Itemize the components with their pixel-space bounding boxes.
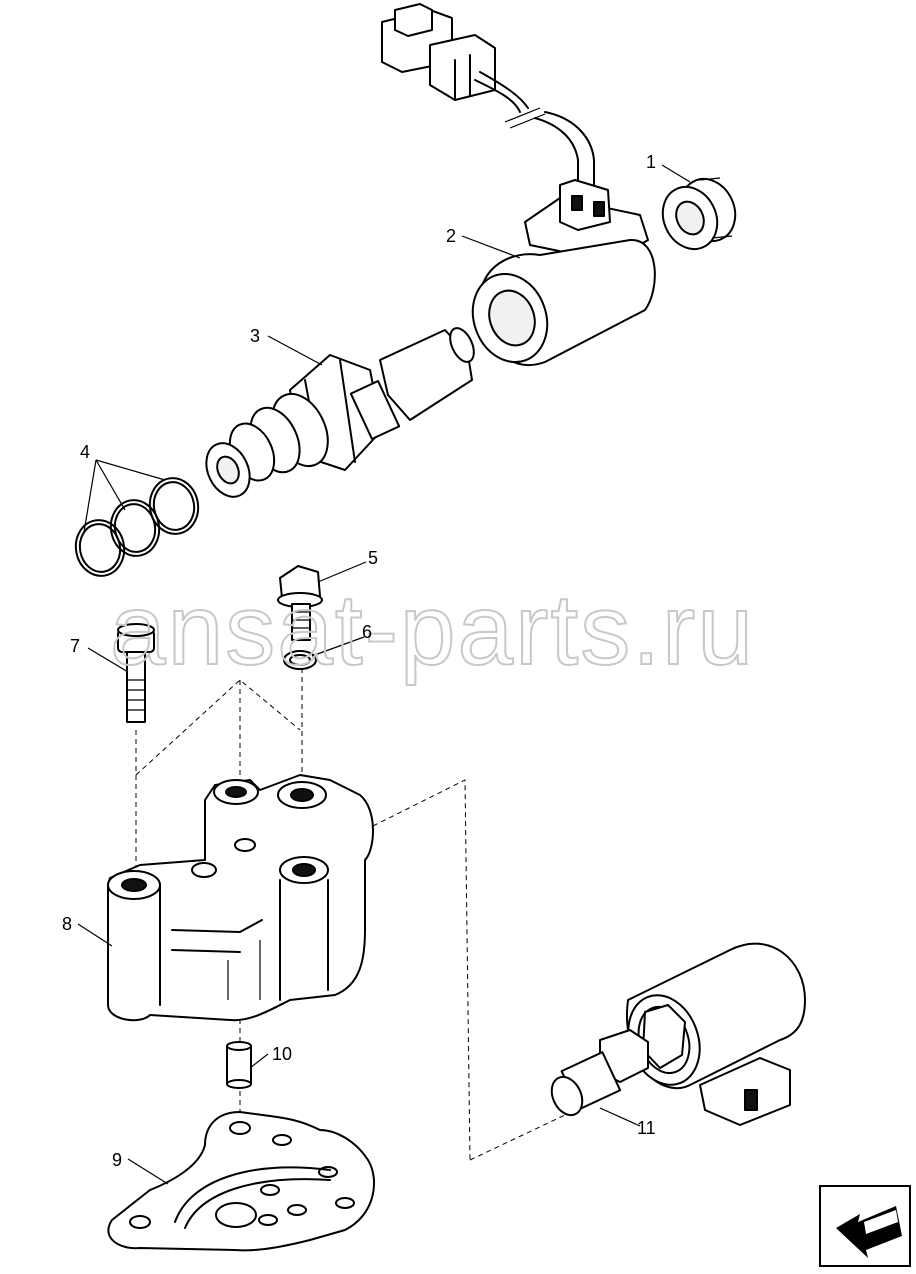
callout-1: 1: [646, 152, 656, 172]
cap-screw: [117, 623, 155, 723]
callout-4: 4: [80, 442, 90, 462]
callout-6: 6: [362, 622, 372, 642]
callout-11: 11: [637, 1118, 656, 1138]
callout-5: 5: [368, 548, 378, 568]
flange-bolt: [277, 565, 323, 641]
callout-7: 7: [70, 636, 80, 656]
valve-housing: [107, 774, 374, 1022]
watermark-text: ansat-parts.ru: [110, 574, 755, 686]
callout-10: 10: [272, 1044, 292, 1064]
leader-lines: [77, 164, 691, 1185]
solenoid-coil: [471, 179, 656, 367]
callout-8: 8: [62, 914, 72, 934]
connector-plug: [381, 3, 595, 201]
valve-cartridge: [205, 327, 475, 498]
knurled-nut: [661, 177, 737, 251]
lock-washer: [283, 650, 317, 670]
o-rings: [74, 477, 200, 577]
gasket: [107, 1111, 375, 1252]
callout-2: 2: [446, 226, 456, 246]
solenoid-valve-assembly: [550, 942, 806, 1126]
callout-9: 9: [112, 1150, 122, 1170]
callout-3: 3: [250, 326, 260, 346]
callout-labels: 1 2 3 4 5 6 7 8 9 10 11: [62, 152, 656, 1170]
arrow-next-icon[interactable]: [819, 1185, 911, 1267]
dowel-pin: [226, 1041, 252, 1089]
